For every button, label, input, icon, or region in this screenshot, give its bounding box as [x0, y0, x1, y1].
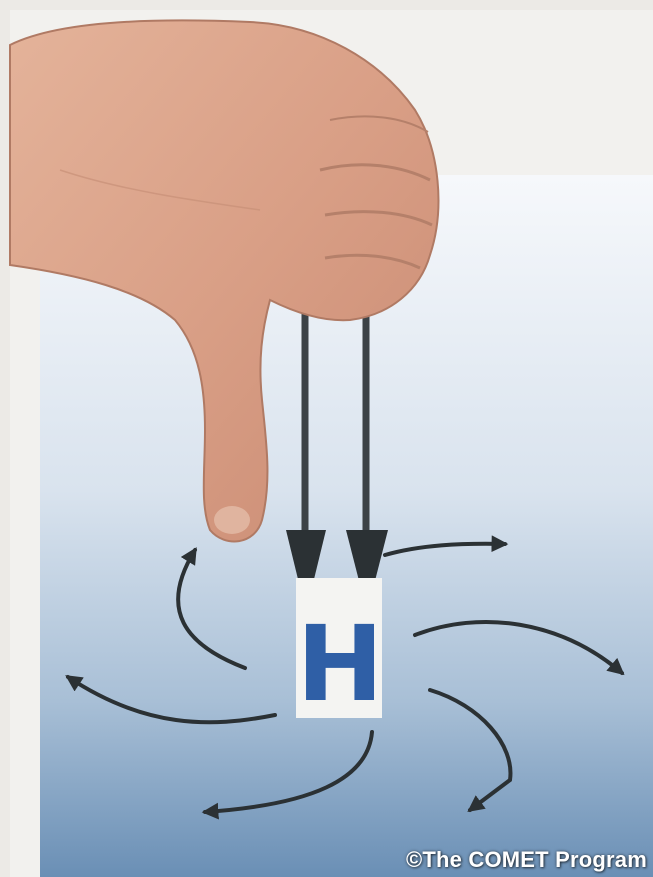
high-pressure-label: H [298, 610, 382, 718]
copyright-credit: ©The COMET Program [406, 847, 647, 873]
thumbnail [214, 506, 250, 534]
